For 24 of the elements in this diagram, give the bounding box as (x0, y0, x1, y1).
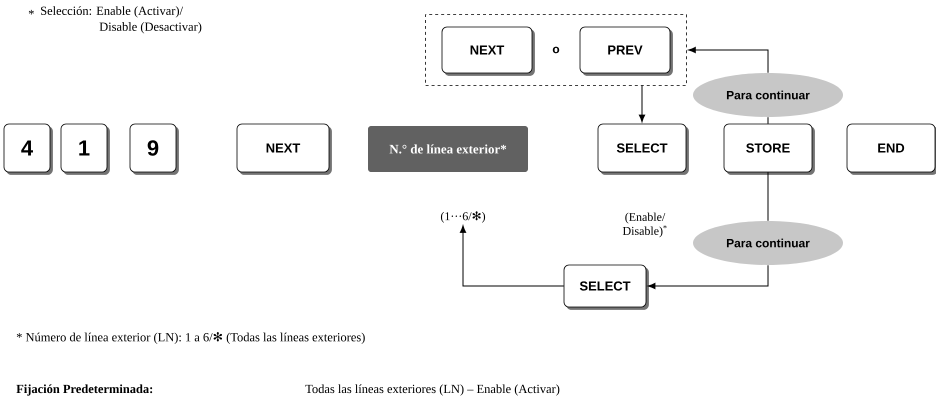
key-button: STORE (724, 124, 815, 175)
dashed-group-box (425, 14, 687, 86)
key-button: END (846, 124, 936, 175)
arrow (460, 225, 564, 286)
bullet-mark: * (28, 10, 34, 14)
key-button: NEXT (236, 124, 332, 175)
note-text: Selección: Enable (Activar)/ Disable (Desactivar) (41, 6, 202, 34)
note-text: (Enable/ Disable)$^{*}$ (622, 212, 667, 238)
connector-word: o (552, 46, 560, 54)
key-button: NEXT (442, 26, 535, 76)
arrow (648, 264, 768, 290)
note-text: Todas las líneas exteriores (LN) – Enable (Activar) (305, 384, 560, 396)
footnote-text: * Número de línea exterior (LN): 1 a 6/✻ (Todas las líneas exteriores) (16, 332, 365, 344)
key-button: 9 (130, 124, 179, 175)
key-button: 1 (60, 124, 110, 175)
key-button: PREV (580, 26, 673, 76)
arrow (638, 85, 646, 122)
key-button: SELECT (598, 124, 689, 175)
note-text: Fijación Predeterminada: (16, 384, 152, 396)
key-button: SELECT (564, 264, 649, 310)
arrow (688, 46, 768, 74)
key-button: 4 (4, 124, 53, 175)
note-text: (1···6/✻) (440, 211, 486, 223)
input-box: N.° de línea exterior* (368, 126, 528, 172)
